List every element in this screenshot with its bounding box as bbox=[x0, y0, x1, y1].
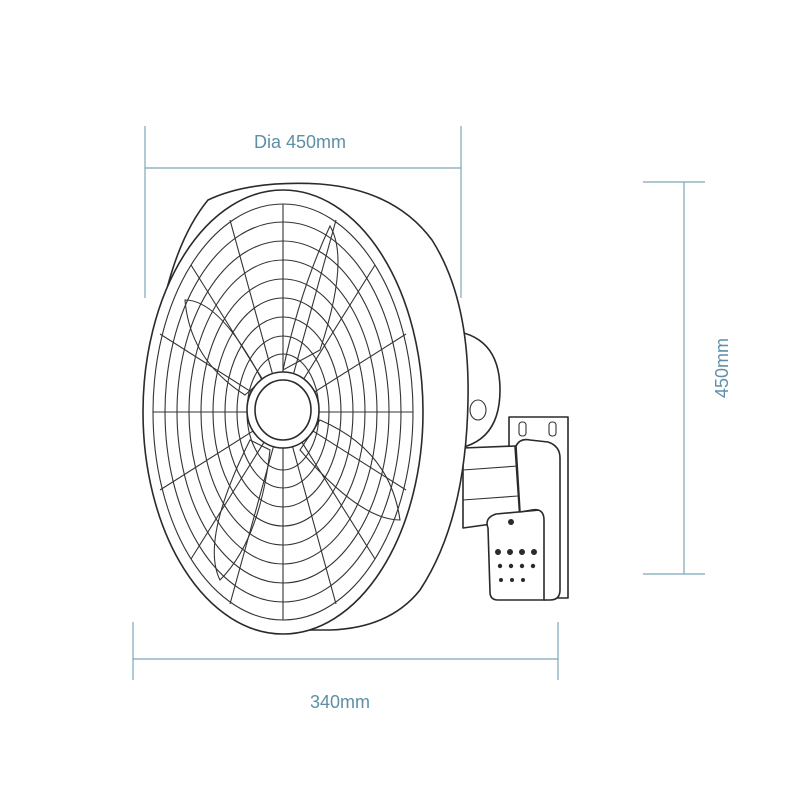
dimension-height: 450mm bbox=[643, 181, 732, 575]
dimension-depth: 340mm bbox=[132, 622, 559, 712]
height-label: 450mm bbox=[712, 338, 732, 398]
fan-blades bbox=[184, 224, 401, 581]
wall-bracket bbox=[462, 416, 569, 601]
diameter-label: Dia 450mm bbox=[254, 132, 346, 152]
control-buttons bbox=[495, 519, 537, 582]
depth-label: 340mm bbox=[310, 692, 370, 712]
fan-hub bbox=[246, 371, 320, 449]
dimension-diameter: Dia 450mm bbox=[144, 126, 462, 298]
